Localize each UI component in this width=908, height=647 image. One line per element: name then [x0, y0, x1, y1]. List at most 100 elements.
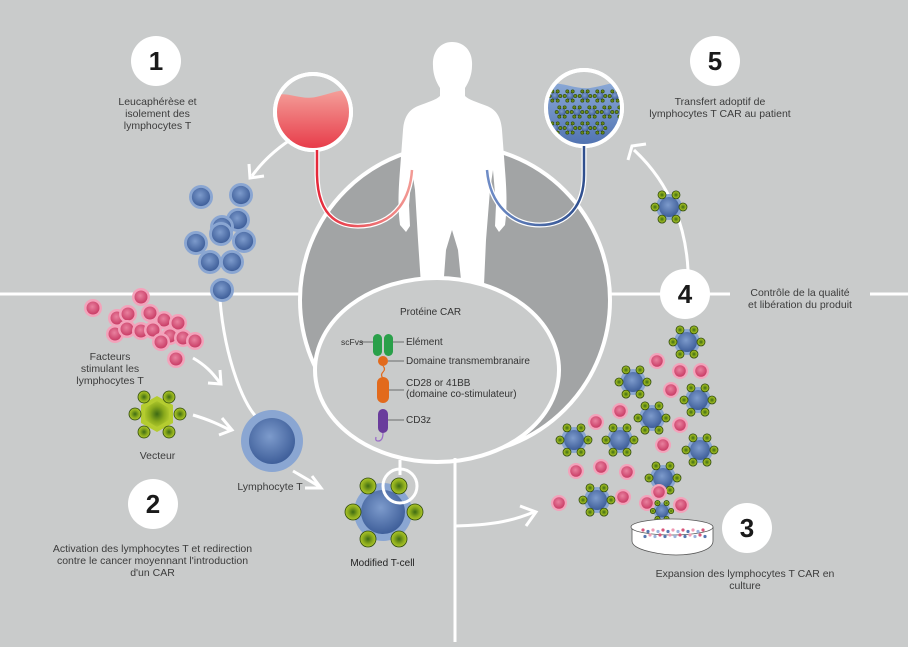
car-receptor	[565, 121, 570, 126]
arrow-to-expansion	[454, 510, 535, 528]
car-t-cell	[577, 89, 593, 103]
car-receptor	[642, 377, 652, 387]
culture-cell	[663, 534, 667, 539]
culture-cell	[653, 534, 657, 539]
car-receptor	[675, 325, 685, 335]
car-receptor	[585, 98, 590, 103]
car-receptor	[555, 98, 560, 103]
car-receptor	[595, 98, 600, 103]
culture-cell	[648, 533, 652, 537]
car-receptor	[162, 390, 176, 404]
step-2-line-2: contre le cancer moyennant l'introductio…	[56, 555, 249, 567]
step-4-label: Contrôle de la qualité et libération du …	[730, 287, 870, 311]
car-receptor	[600, 121, 605, 126]
car-receptor	[576, 447, 586, 457]
step-5-line-2: lymphocytes T CAR au patient	[649, 108, 791, 120]
culture-cell	[646, 529, 650, 534]
blood-bag	[273, 72, 415, 229]
car-receptor	[587, 114, 592, 119]
step-3-label: Expansion des lymphocytes T CAR en cultu…	[640, 568, 850, 592]
car-receptor	[580, 130, 585, 135]
car-receptor	[688, 433, 698, 443]
car-receptor	[562, 94, 567, 98]
arrow-factors	[192, 356, 222, 384]
car-receptor	[614, 110, 619, 114]
car-receptor	[621, 389, 631, 399]
car-receptor	[700, 383, 710, 393]
transmembrane-label: Domaine transmembranaire	[406, 356, 530, 367]
car-receptor	[626, 110, 629, 113]
car-receptor	[359, 477, 377, 495]
car-t-cell	[633, 401, 671, 435]
viral-vector	[128, 390, 187, 439]
car-t-cell-released	[650, 190, 688, 224]
car-receptor	[585, 483, 595, 493]
car-receptor	[592, 94, 597, 98]
culture-cell	[688, 533, 692, 537]
step-4-line-1: Contrôle de la qualité	[750, 287, 850, 299]
arrow-leuka	[250, 138, 291, 177]
car-receptor	[570, 98, 575, 103]
car-receptor	[678, 202, 688, 212]
car-receptor	[578, 495, 588, 505]
modified-cell-label: Modified T-cell	[350, 558, 415, 569]
factors-label: Facteurs stimulant les lymphocytes T	[70, 351, 150, 387]
car-receptor	[359, 530, 377, 548]
car-receptor	[162, 425, 176, 439]
car-t-cell	[584, 105, 600, 119]
car-receptor	[665, 461, 675, 471]
car-receptor	[702, 433, 712, 443]
car-receptor	[595, 110, 600, 114]
culture-cell	[683, 534, 687, 539]
car-receptor	[588, 94, 593, 98]
car-receptor	[585, 89, 590, 94]
car-receptor	[661, 413, 671, 423]
car-t-cell	[555, 423, 593, 457]
car-t-cell	[650, 190, 688, 224]
car-receptor	[615, 98, 620, 103]
car-receptor	[577, 114, 582, 119]
cycle-arc-left	[218, 299, 261, 422]
car-receptor	[592, 105, 597, 110]
car-receptor	[668, 507, 675, 514]
culture-cell	[658, 533, 662, 537]
step-3-line-1: Expansion des lymphocytes T CAR en	[655, 568, 835, 580]
car-receptor	[608, 423, 618, 433]
culture-cell	[643, 534, 647, 539]
car-receptor	[587, 105, 592, 110]
car-receptor	[602, 114, 607, 119]
step-1-line-3: lymphocytes T	[123, 120, 192, 132]
car-receptor	[573, 94, 578, 98]
car-receptor	[679, 395, 689, 405]
car-receptor	[709, 445, 719, 455]
car-receptor	[577, 126, 582, 130]
car-receptor	[570, 89, 575, 94]
car-receptor	[644, 473, 654, 483]
car-receptor	[610, 89, 615, 94]
scfvs-label: scFvs	[341, 337, 364, 347]
car-receptor	[671, 190, 681, 200]
stimulating-factors	[84, 288, 204, 368]
step-1-line-2: isolement des	[125, 108, 190, 120]
car-receptor	[592, 114, 597, 119]
car-receptor	[689, 325, 699, 335]
car-receptor	[565, 98, 570, 103]
car-receptor	[570, 121, 575, 126]
culture-cell	[701, 528, 705, 532]
car-receptor	[610, 110, 615, 114]
culture-cell	[666, 529, 670, 534]
car-receptor	[562, 105, 567, 110]
factors-line-2: stimulant les	[80, 363, 140, 375]
car-receptor	[671, 214, 681, 224]
car-receptor	[672, 473, 682, 483]
culture-cell	[671, 528, 675, 532]
car-t-cell	[668, 325, 706, 359]
car-receptor	[588, 126, 593, 130]
car-receptor	[633, 413, 643, 423]
car-receptor	[686, 407, 696, 417]
car-receptor	[557, 114, 562, 119]
car-t-cell	[681, 433, 719, 467]
car-receptor	[595, 89, 600, 94]
car-receptor	[599, 110, 604, 114]
car-receptor	[572, 105, 577, 110]
